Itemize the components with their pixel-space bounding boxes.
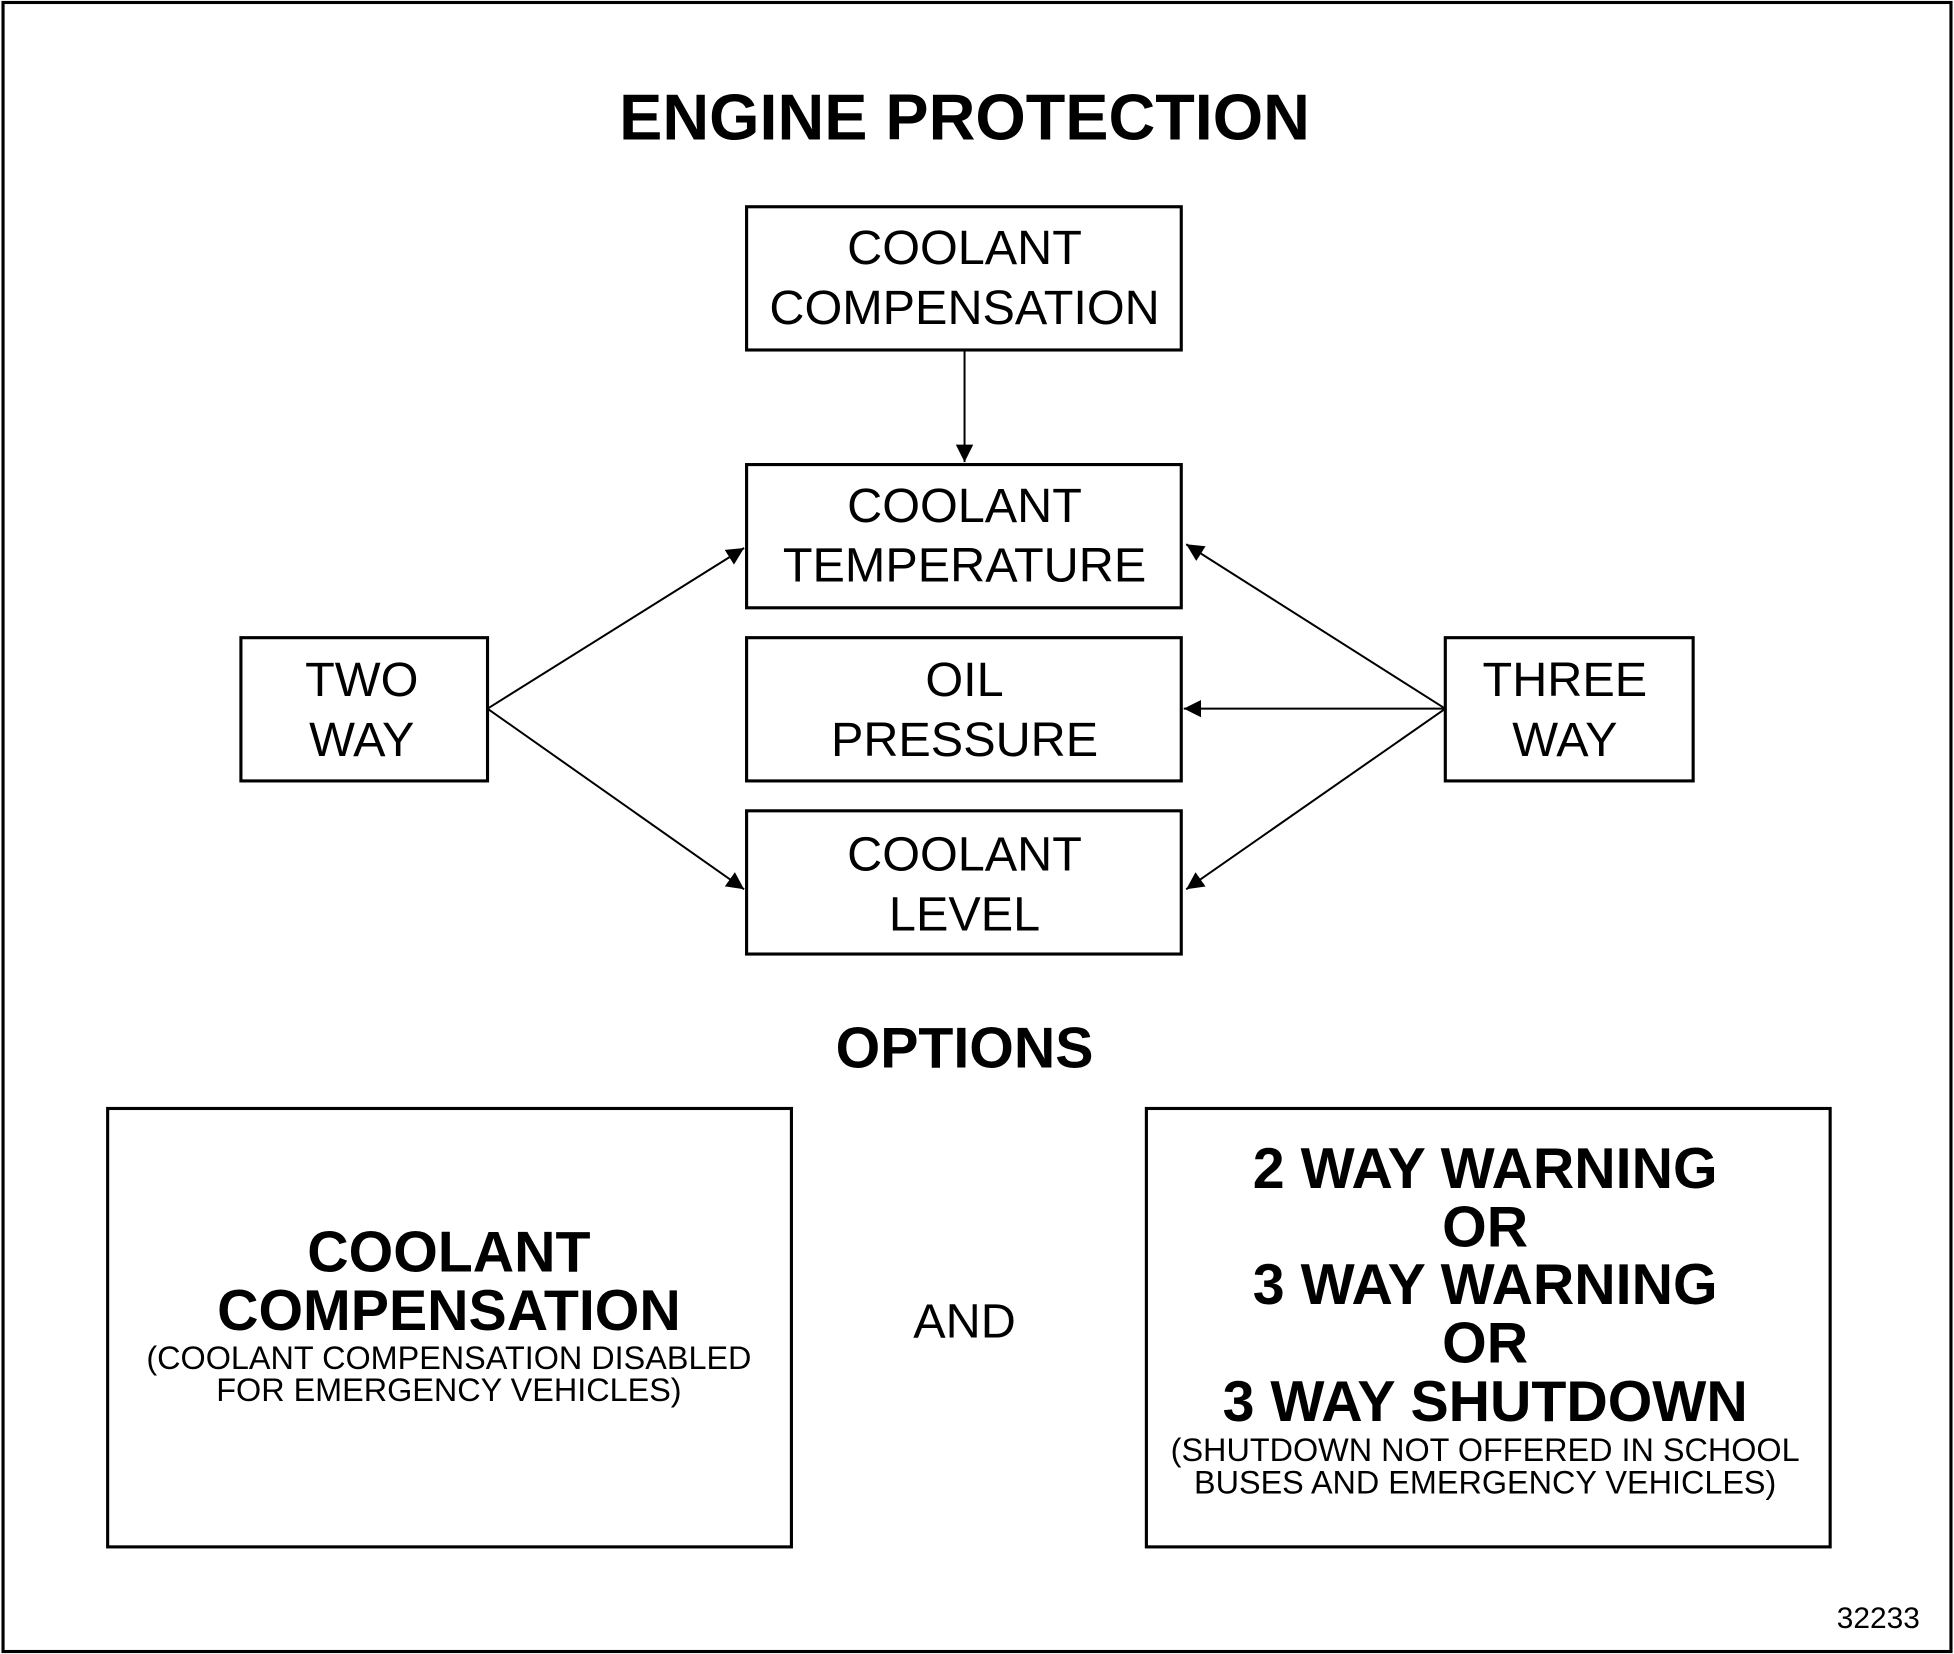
- svg-text:(SHUTDOWN NOT OFFERED IN SCHOO: (SHUTDOWN NOT OFFERED IN SCHOOL: [1171, 1432, 1800, 1468]
- svg-text:COMPENSATION: COMPENSATION: [217, 1279, 681, 1343]
- option-left-box: COOLANT COMPENSATION (COOLANT COMPENSATI…: [106, 1106, 793, 1549]
- svg-text:COOLANT: COOLANT: [847, 828, 1082, 882]
- options-heading: OPTIONS: [836, 1016, 1094, 1080]
- svg-text:3 WAY SHUTDOWN: 3 WAY SHUTDOWN: [1223, 1370, 1748, 1434]
- svg-text:COOLANT: COOLANT: [307, 1221, 590, 1285]
- arrow-two-way-to-temperature: [486, 547, 745, 710]
- arrow-two-way-to-level: [486, 707, 745, 891]
- svg-text:(COOLANT COMPENSATION DISABLED: (COOLANT COMPENSATION DISABLED: [146, 1340, 751, 1376]
- box-oil-pressure: OIL PRESSURE: [745, 636, 1183, 783]
- svg-text:LEVEL: LEVEL: [889, 887, 1040, 941]
- arrow-three-way-to-temperature: [1185, 543, 1446, 710]
- svg-text:OR: OR: [1442, 1312, 1528, 1376]
- svg-text:OIL: OIL: [925, 653, 1003, 707]
- arrow-three-way-to-level: [1185, 707, 1446, 891]
- diagram-title: ENGINE PROTECTION: [619, 80, 1310, 153]
- arrows: [486, 349, 1446, 891]
- box-coolant-compensation: COOLANT COMPENSATION: [745, 205, 1183, 352]
- svg-text:BUSES AND EMERGENCY VEHICLES): BUSES AND EMERGENCY VEHICLES): [1194, 1464, 1776, 1500]
- svg-text:COOLANT: COOLANT: [847, 479, 1082, 533]
- box-coolant-level: COOLANT LEVEL: [745, 809, 1183, 956]
- option-right-box: 2 WAY WARNING OR 3 WAY WARNING OR 3 WAY …: [1144, 1106, 1832, 1549]
- box-coolant-temperature: COOLANT TEMPERATURE: [745, 463, 1183, 610]
- svg-text:FOR EMERGENCY VEHICLES): FOR EMERGENCY VEHICLES): [216, 1372, 681, 1408]
- svg-text:COOLANT: COOLANT: [847, 221, 1082, 275]
- svg-text:TEMPERATURE: TEMPERATURE: [783, 539, 1146, 593]
- svg-text:THREE: THREE: [1483, 653, 1648, 707]
- svg-text:WAY: WAY: [309, 713, 414, 767]
- figure-number: 32233: [1837, 1602, 1920, 1635]
- and-connector: AND: [913, 1295, 1016, 1349]
- box-two-way: TWO WAY: [239, 636, 490, 783]
- svg-text:2 WAY WARNING: 2 WAY WARNING: [1253, 1137, 1718, 1201]
- svg-text:3 WAY WARNING: 3 WAY WARNING: [1253, 1253, 1718, 1317]
- box-three-way: THREE WAY: [1443, 636, 1695, 783]
- svg-text:COMPENSATION: COMPENSATION: [769, 281, 1159, 335]
- svg-text:TWO: TWO: [305, 653, 418, 707]
- svg-text:PRESSURE: PRESSURE: [831, 713, 1098, 767]
- svg-text:WAY: WAY: [1512, 713, 1617, 767]
- svg-text:OR: OR: [1442, 1196, 1528, 1260]
